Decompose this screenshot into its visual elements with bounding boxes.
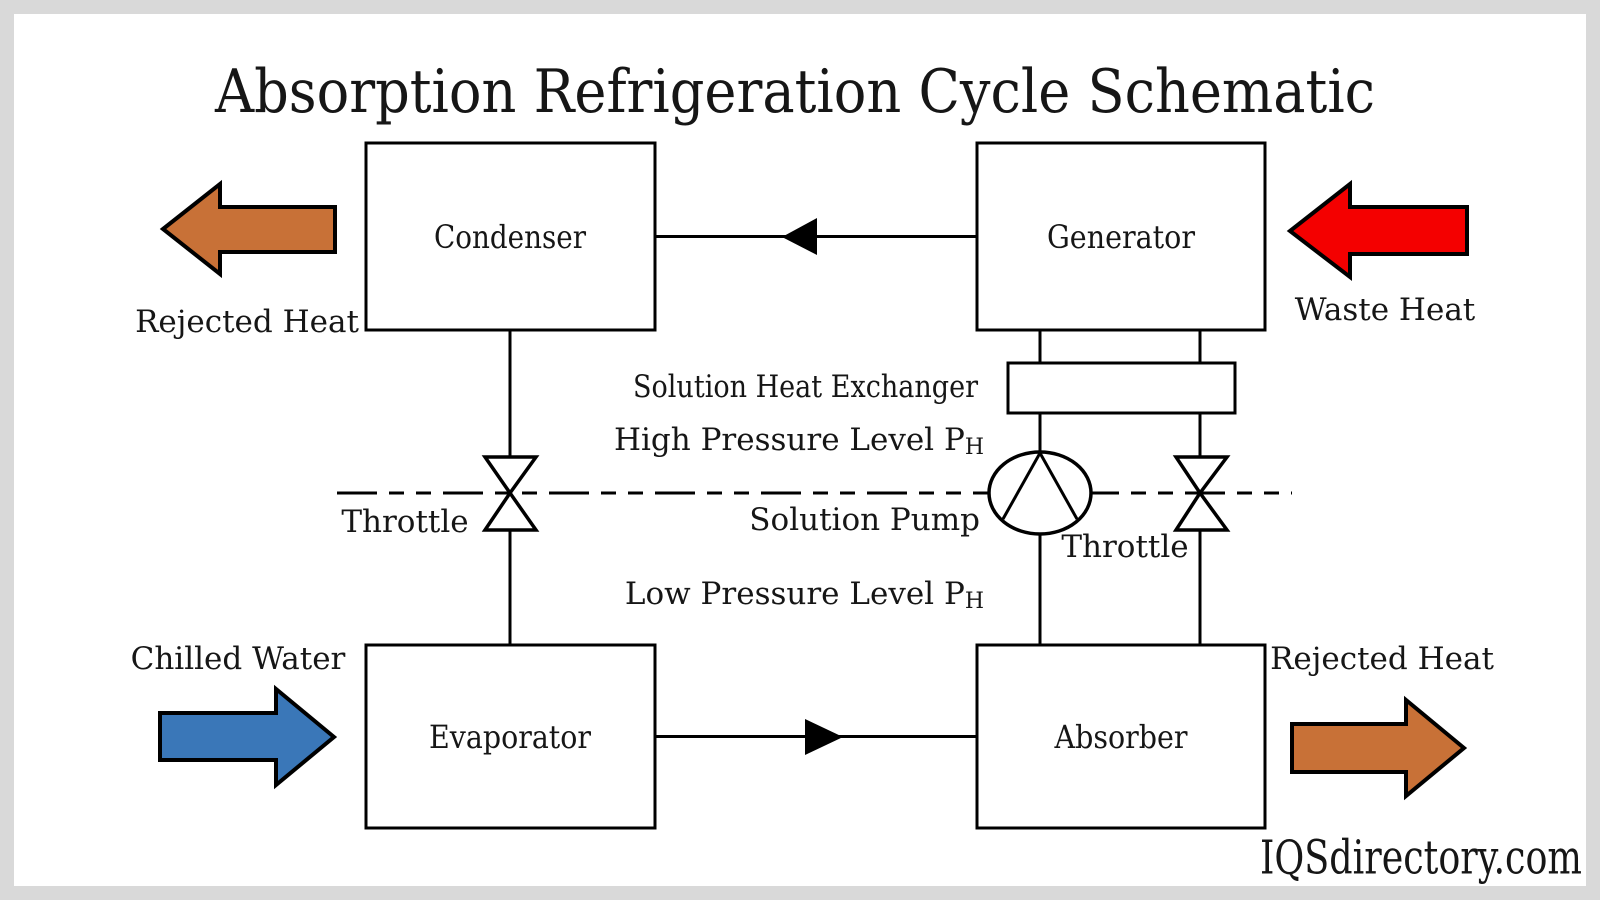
heat-exchanger-box — [1006, 361, 1237, 415]
watermark-text: IQSdirectory.com — [1260, 831, 1582, 886]
flow-arrowhead-right-icon — [805, 719, 843, 755]
evaporator-box — [364, 643, 657, 830]
waste-heat-label: Waste Heat — [1295, 292, 1476, 328]
rejected-heat-top-label: Rejected Heat — [135, 304, 359, 340]
rejected-heat-arrow-bottom-icon — [1290, 695, 1468, 801]
chilled-water-arrow-icon — [158, 684, 338, 790]
solution-heat-exchanger-label: Solution Heat Exchanger — [633, 369, 978, 405]
low-pressure-subscript: H — [965, 589, 984, 614]
low-pressure-text: Low Pressure Level P — [625, 576, 965, 612]
generator-label: Generator — [1047, 218, 1196, 256]
chilled-water-label: Chilled Water — [131, 641, 346, 677]
throttle-right-label: Throttle — [1061, 529, 1188, 565]
throttle-valve-left-icon — [481, 455, 540, 532]
pump-circle — [987, 450, 1093, 536]
throttle-valve-right-icon — [1172, 455, 1231, 532]
absorber-box — [975, 643, 1267, 830]
pump-vane-left — [1001, 452, 1042, 520]
solution-pump-label: Solution Pump — [749, 502, 980, 538]
flow-arrowhead-left-icon — [782, 218, 817, 255]
valve-bottom-triangle — [481, 489, 540, 532]
pump-vane-right — [1038, 452, 1079, 520]
generator-box — [975, 141, 1267, 332]
absorber-label: Absorber — [1054, 718, 1189, 756]
condenser-label: Condenser — [434, 218, 587, 256]
throttle-left-label: Throttle — [341, 504, 468, 540]
condenser-box — [364, 141, 657, 332]
rejected-heat-bottom-label: Rejected Heat — [1270, 641, 1494, 677]
low-pressure-level-label: Low Pressure Level PH — [625, 576, 984, 614]
valve-top-triangle — [481, 455, 540, 497]
evaporator-label: Evaporator — [429, 718, 592, 756]
diagram-title: Absorption Refrigeration Cycle Schematic — [214, 57, 1375, 127]
rejected-heat-arrow-top-icon — [159, 179, 337, 279]
solution-pump-icon — [987, 450, 1093, 536]
valve-top-triangle — [1172, 455, 1231, 497]
high-pressure-text: High Pressure Level P — [614, 422, 965, 458]
high-pressure-subscript: H — [965, 435, 984, 460]
valve-bottom-triangle — [1172, 489, 1231, 532]
waste-heat-arrow-icon — [1286, 179, 1469, 282]
high-pressure-level-label: High Pressure Level PH — [614, 422, 984, 460]
